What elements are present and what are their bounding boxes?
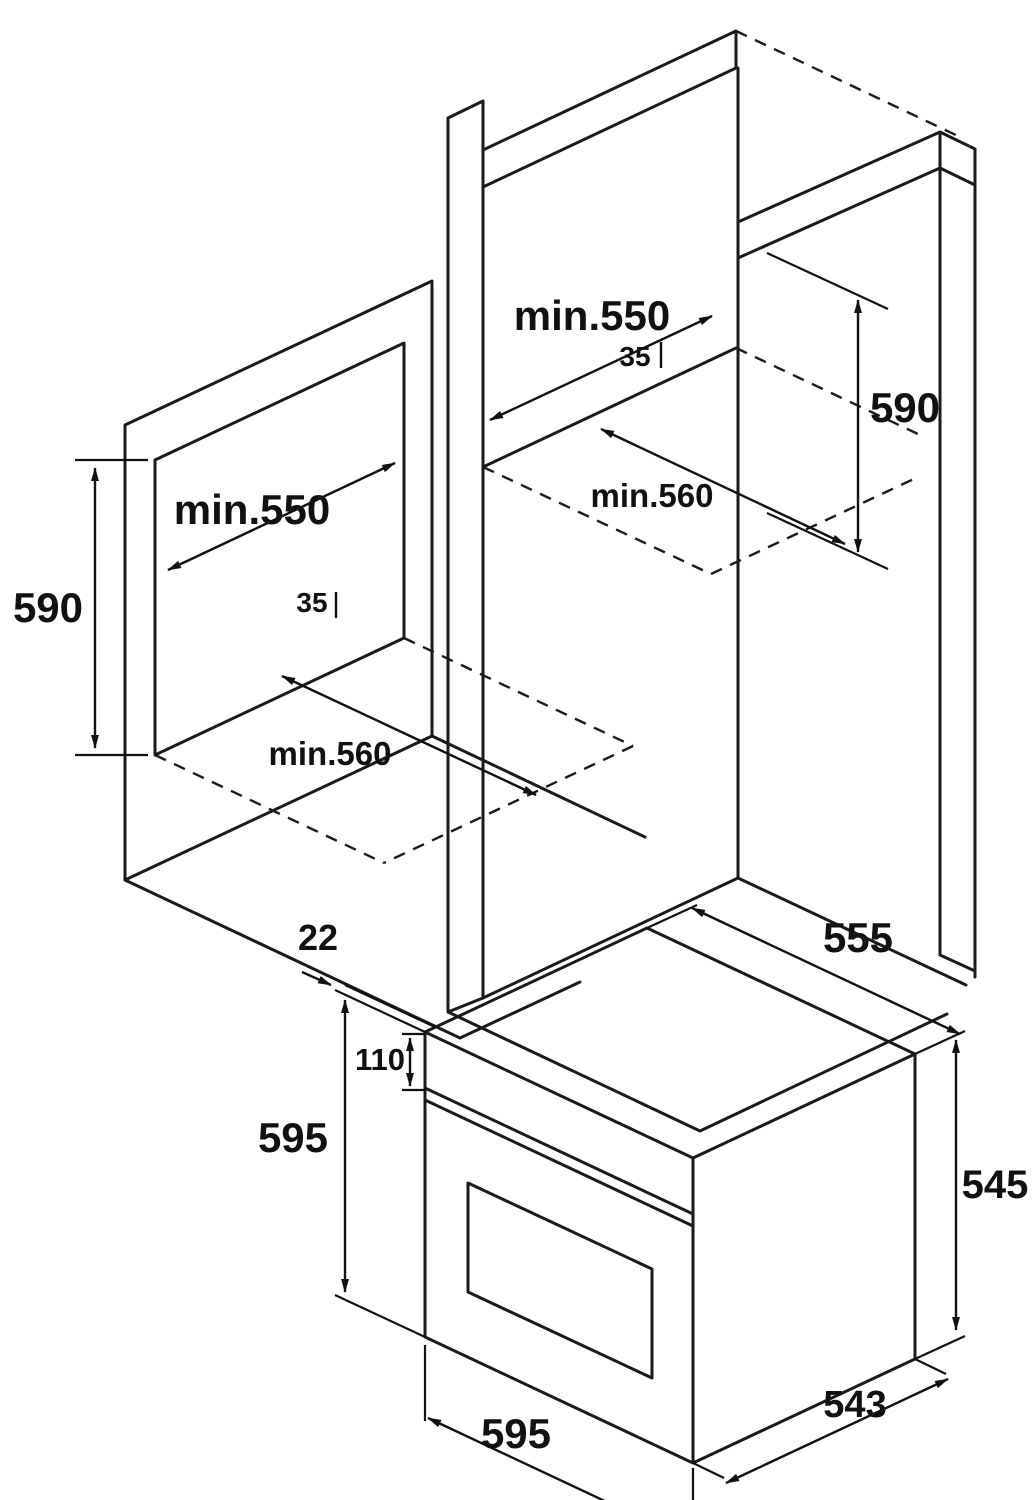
oven-body-depth-dimension: 543 xyxy=(692,1358,949,1485)
front-height-label: 595 xyxy=(258,1114,328,1161)
tall-min-width-label: min.550 xyxy=(514,292,670,339)
tall-niche-height-dimension: 590 xyxy=(766,252,940,570)
base-height-label: 590 xyxy=(13,584,83,631)
top-depth-arrow xyxy=(691,906,961,1036)
oven-front-height-dimension: 595 xyxy=(258,999,426,1338)
overhang-extension-a xyxy=(334,989,426,1033)
oven-control-panel-dimension: 110 xyxy=(355,1032,425,1092)
front-width-label: 595 xyxy=(481,1410,551,1457)
oven-body-outline xyxy=(423,926,917,1465)
tall-height-extension-bottom xyxy=(766,512,889,570)
tall-cabinet-figure: min.550 35 590 min.560 xyxy=(446,29,977,1133)
body-height-label: 545 xyxy=(962,1163,1029,1207)
overhang-extension-b xyxy=(344,984,436,1028)
base-frame-gap-dimension: 35 xyxy=(296,587,338,618)
front-height-extension xyxy=(334,1294,426,1338)
tall-height-extension-top xyxy=(766,252,889,310)
tall-depth-label: min.560 xyxy=(591,477,714,514)
body-depth-arrow xyxy=(725,1377,949,1485)
tall-frame-gap-label: 35 xyxy=(619,341,650,372)
tall-depth-dimension: min.560 xyxy=(591,427,846,546)
base-depth-dimension: min.560 xyxy=(269,674,537,797)
base-frame-gap-label: 35 xyxy=(296,587,327,618)
panel-height-label: 110 xyxy=(355,1042,405,1077)
top-depth-extension-right xyxy=(914,1030,966,1055)
base-cabinet-outline xyxy=(123,279,647,1040)
tall-height-label: 590 xyxy=(870,384,940,431)
body-depth-extension-back xyxy=(914,1358,947,1375)
base-cabinet-figure: min.550 35 590 min.560 xyxy=(13,279,647,1040)
oven-top-depth-dimension: 555 xyxy=(646,904,966,1055)
base-depth-arrow xyxy=(281,674,537,797)
overhang-arrow xyxy=(301,970,332,987)
body-height-extension xyxy=(914,1335,966,1360)
top-depth-extension-left xyxy=(646,904,698,929)
body-depth-extension-front xyxy=(692,1462,725,1479)
tall-min-width-arrow xyxy=(489,314,713,422)
base-cabinet-hidden-edges xyxy=(154,636,634,865)
body-depth-label: 543 xyxy=(823,1384,886,1426)
oven-figure: 22 110 595 555 545 543 xyxy=(258,904,1029,1500)
oven-body-height-dimension: 545 xyxy=(914,1039,1029,1360)
oven-door-window xyxy=(466,1181,654,1380)
base-min-width-arrow xyxy=(167,461,396,572)
tall-min-width-dimension: min.550 xyxy=(489,292,713,422)
tall-depth-arrow xyxy=(600,427,846,546)
tall-cabinet-outline xyxy=(446,29,977,1133)
overhang-label: 22 xyxy=(298,917,338,958)
oven-door-overhang-dimension: 22 xyxy=(298,917,436,1033)
base-min-width-label: min.550 xyxy=(174,486,330,533)
top-depth-label: 555 xyxy=(823,914,893,961)
base-niche-height-dimension: 590 xyxy=(13,458,148,757)
base-min-width-dimension: min.550 xyxy=(167,461,396,572)
base-depth-label: min.560 xyxy=(269,735,392,772)
tall-frame-gap-dimension: 35 xyxy=(619,341,663,372)
oven-front-width-dimension: 595 xyxy=(423,1345,695,1500)
front-width-arrow xyxy=(427,1416,693,1500)
